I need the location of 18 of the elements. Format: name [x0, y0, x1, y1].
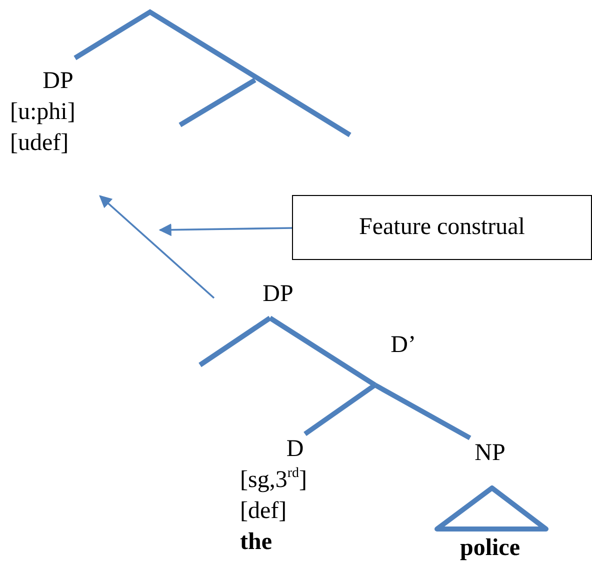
tree-branch	[374, 382, 472, 440]
feature-box: Feature construal	[292, 195, 592, 260]
node-label: D	[285, 435, 305, 464]
arrow	[158, 224, 292, 236]
triangle-symbol	[434, 484, 550, 534]
node-label: DP	[262, 280, 294, 309]
feature-label: police	[459, 534, 521, 563]
arrow	[99, 195, 215, 299]
node-label: D’	[390, 331, 416, 360]
tree-branch	[304, 382, 376, 436]
feature-label: [def]	[240, 497, 288, 526]
feature-label: the	[240, 528, 273, 557]
feature-label: [u:phi]	[10, 98, 76, 127]
feature-label: [udef]	[10, 129, 70, 158]
node-label: NP	[474, 439, 506, 468]
tree-branch	[268, 316, 376, 388]
feature-label: [sg,3$^{rd}$]	[240, 465, 308, 495]
node-label: DP	[42, 67, 74, 96]
